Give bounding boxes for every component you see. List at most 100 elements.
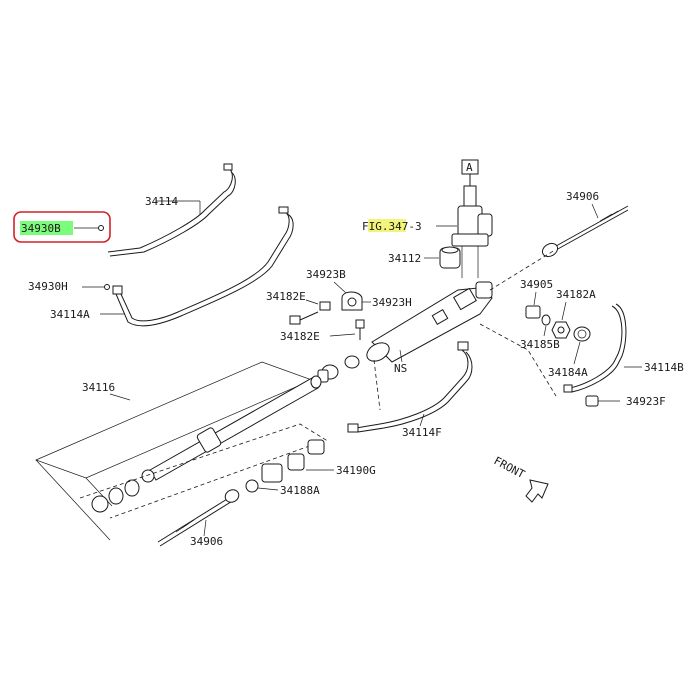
kit-box-edge: [35, 459, 111, 541]
bushing-34190G[interactable]: [261, 439, 325, 483]
guide-line: [489, 249, 556, 291]
seal-ring: [91, 495, 109, 513]
seal-inner: [577, 329, 587, 339]
kit-guide-outline: [79, 423, 327, 519]
leader-34182E-top: [305, 299, 319, 305]
nut-bore: [557, 326, 565, 334]
leader-ns: [399, 349, 403, 363]
thread-mark: [605, 210, 619, 219]
bushing-34905[interactable]: [525, 305, 541, 319]
leader-34906-top: [591, 203, 599, 219]
leader-34905: [533, 291, 537, 306]
kit-box-34116[interactable]: [35, 361, 313, 541]
seal-34184A[interactable]: [573, 326, 591, 342]
label-34112[interactable]: 34112: [388, 252, 421, 265]
seal-ring-left[interactable]: [317, 355, 360, 383]
bolt-34182E-bot[interactable]: [355, 319, 365, 340]
tie-rod-shaft: [159, 499, 235, 547]
label-34905[interactable]: 34905: [520, 278, 553, 291]
tie-rod-joint: [224, 489, 240, 503]
clamp-bore: [347, 297, 357, 307]
leader-34182E-bot: [329, 333, 356, 337]
valve-flange: [451, 233, 489, 247]
label-34906-top[interactable]: 34906: [566, 190, 599, 203]
rack-housing[interactable]: [364, 281, 493, 365]
label-34923F[interactable]: 34923F: [626, 395, 666, 408]
thread-mark: [599, 213, 613, 222]
bushing: [261, 463, 283, 483]
pipe-34114B[interactable]: [563, 303, 627, 393]
leader-34114F: [419, 413, 425, 427]
label-34188A[interactable]: 34188A: [280, 484, 320, 497]
seal-ring: [344, 355, 360, 369]
rack-mount: [453, 287, 477, 311]
tie-rod-shaft: [555, 209, 629, 251]
pipe-fitting: [347, 423, 359, 433]
tie-rod-shaft: [555, 205, 629, 247]
front-arrow-icon: [525, 479, 549, 503]
seal-outer: [573, 326, 591, 342]
pipe-fitting: [457, 341, 469, 351]
nut-34182A[interactable]: [551, 321, 571, 339]
bushing-body: [525, 305, 541, 319]
ring-34188A[interactable]: [245, 479, 259, 493]
label-34116[interactable]: 34116: [82, 381, 115, 394]
label-34184A[interactable]: 34184A: [548, 366, 588, 379]
rack-mount: [431, 308, 449, 326]
pipe-fitting: [278, 206, 289, 214]
bolt-head: [289, 315, 301, 325]
red-callout-box: [13, 211, 111, 243]
pipe-fitting: [112, 285, 123, 295]
leader-34184A: [573, 341, 581, 365]
label-34114[interactable]: 34114: [145, 195, 178, 208]
pipe-34114[interactable]: [107, 163, 236, 257]
label-34930B: 34930B: [21, 222, 61, 235]
ring: [245, 479, 259, 493]
washer-34185B[interactable]: [541, 314, 551, 326]
pipe-34114A[interactable]: [112, 206, 294, 327]
label-ns[interactable]: NS: [394, 362, 407, 375]
label-34923B[interactable]: 34923B: [306, 268, 346, 281]
label-34923H[interactable]: 34923H: [372, 296, 412, 309]
bracket-body: [585, 395, 599, 407]
mount-clamp-34923H[interactable]: [341, 291, 363, 311]
view-marker-A[interactable]: A: [461, 159, 479, 186]
tie-rod-34906-top[interactable]: [540, 205, 629, 259]
label-34930H[interactable]: 34930H: [28, 280, 68, 293]
label-34114A[interactable]: 34114A: [50, 308, 90, 321]
label-34182A[interactable]: 34182A: [556, 288, 596, 301]
label-34114F[interactable]: 34114F: [402, 426, 442, 439]
valve-housing[interactable]: [451, 185, 493, 278]
valve-port: [477, 213, 493, 237]
label-fig-ref[interactable]: FIG.347-3: [362, 220, 422, 233]
kit-seal-rings[interactable]: [91, 469, 155, 513]
bracket-34923F[interactable]: [585, 395, 620, 407]
shaft-piston: [196, 427, 222, 453]
tie-rod-34906-bot[interactable]: [157, 487, 241, 547]
tie-rod-shaft: [157, 495, 233, 543]
bolt-34182E-top[interactable]: [289, 301, 331, 325]
input-shaft: [463, 185, 477, 207]
leader-34116: [109, 393, 131, 401]
label-34182E-bot[interactable]: 34182E: [280, 330, 320, 343]
label-front: FRONT: [492, 454, 528, 481]
bolt-shank: [299, 311, 319, 321]
thread-mark: [181, 519, 195, 529]
callout-34930B[interactable]: 34930B: [13, 211, 111, 243]
label-34114B[interactable]: 34114B: [644, 361, 684, 374]
green-highlight: [20, 221, 73, 235]
label-34190G[interactable]: 34190G: [336, 464, 376, 477]
label-34906-bot[interactable]: 34906: [190, 535, 223, 548]
bushing-34112[interactable]: [439, 246, 461, 269]
seal-ring: [124, 479, 140, 497]
label-34185B[interactable]: 34185B: [520, 338, 560, 351]
pipe-fitting: [223, 163, 233, 171]
pipe-34114F[interactable]: [347, 341, 473, 433]
bushing: [287, 453, 305, 471]
clip: [319, 301, 331, 311]
leader-34185B: [543, 325, 547, 337]
label-34182E-top[interactable]: 34182E: [266, 290, 306, 303]
seal-ring: [108, 487, 124, 505]
rack-end-boss: [475, 281, 493, 299]
seal-ring: [141, 469, 155, 483]
